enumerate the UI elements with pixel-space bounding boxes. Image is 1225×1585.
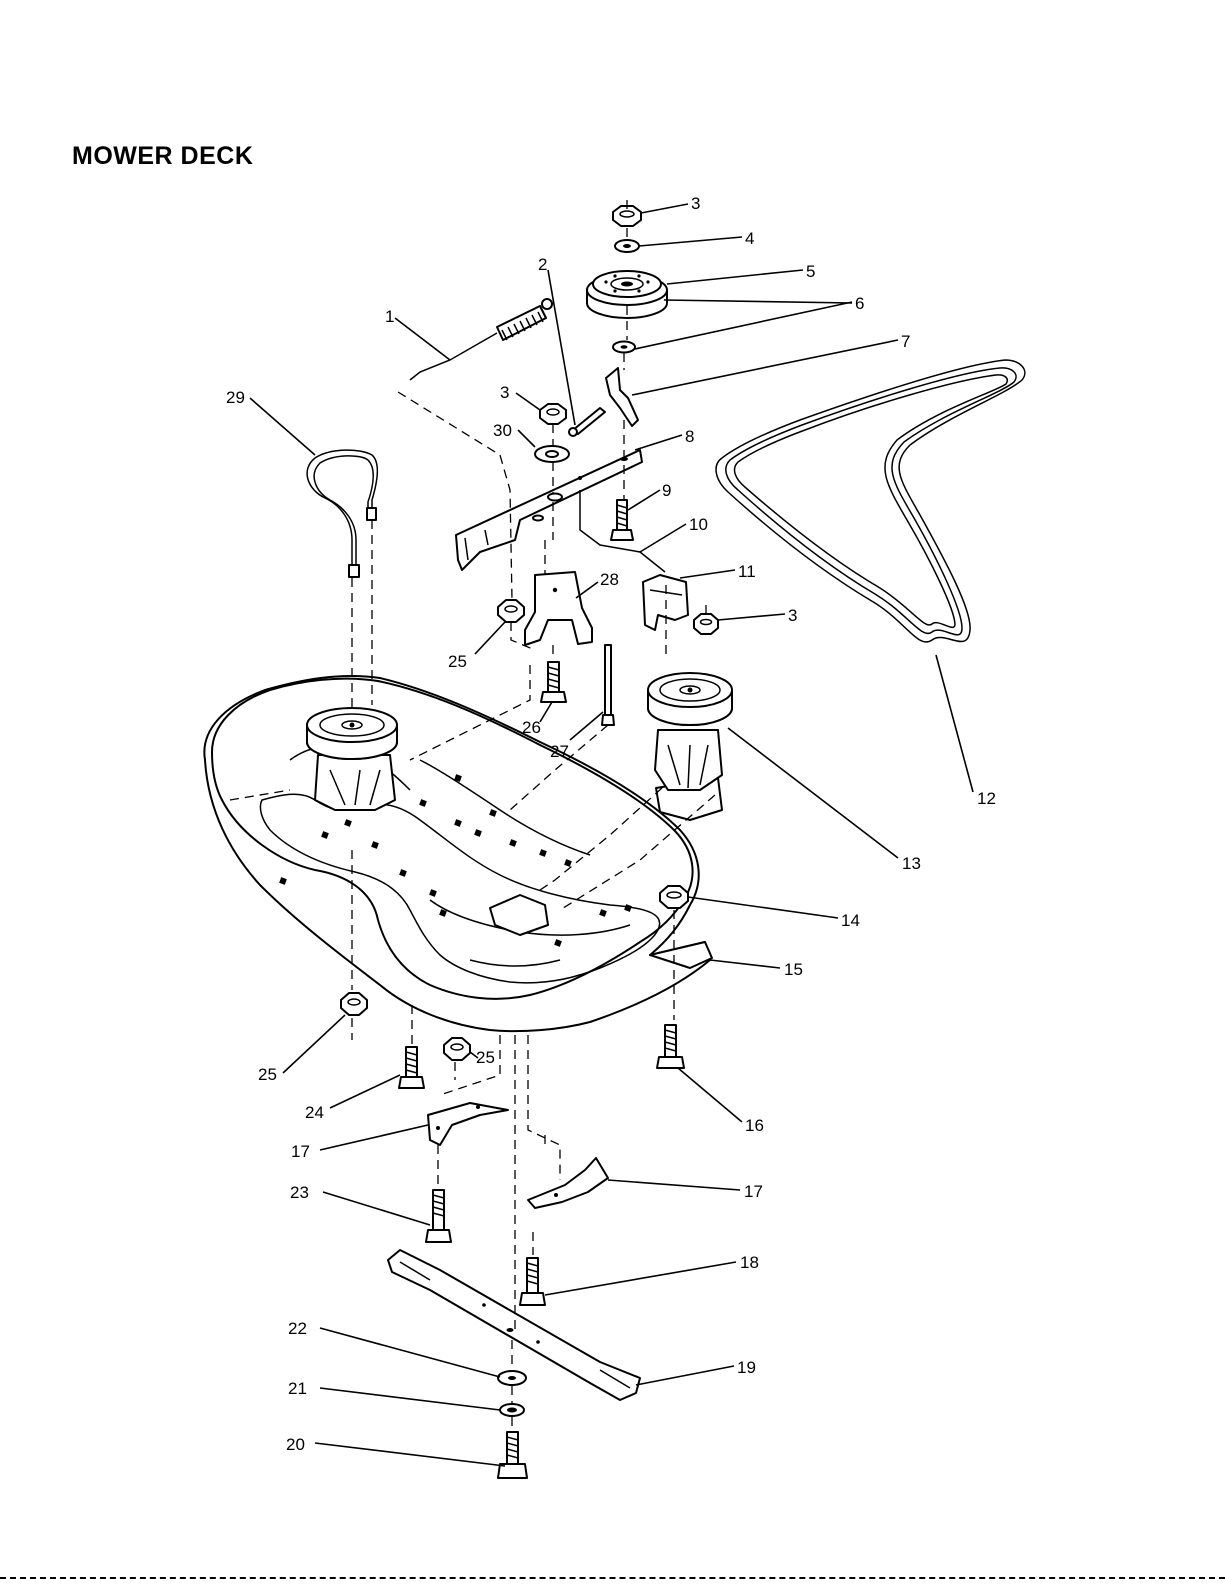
callout-11: 11 — [738, 562, 756, 581]
locknut-deck-left — [341, 993, 367, 1015]
baffle-bolt-left — [426, 1190, 451, 1242]
shoulder-bolt — [611, 500, 633, 540]
callout-21: 21 — [288, 1379, 307, 1398]
deck-lift-rod — [307, 450, 377, 577]
idler-bracket — [606, 368, 638, 426]
deck-idler-spring — [410, 299, 552, 380]
blade-washer — [498, 1371, 526, 1385]
bracket-bolt — [541, 662, 566, 702]
callout-29: 29 — [226, 388, 245, 407]
callout-15: 15 — [784, 960, 803, 979]
blade-bolt — [498, 1432, 527, 1478]
callout-26: 26 — [522, 718, 541, 737]
callout-9: 9 — [662, 481, 671, 500]
mandrel-assembly-left — [307, 708, 397, 810]
hex-bolt-left — [399, 1047, 424, 1088]
callout-5: 5 — [806, 262, 815, 281]
idler-arm — [456, 450, 642, 570]
callout-3-belt-guide: 3 — [788, 606, 797, 625]
washer-lower — [613, 342, 635, 353]
callout-23: 23 — [290, 1183, 309, 1202]
locknut-belt-guide — [694, 614, 718, 634]
callout-4: 4 — [745, 229, 754, 248]
callout-17-right: 17 — [744, 1182, 763, 1201]
washer-upper — [615, 240, 639, 252]
callout-12: 12 — [977, 789, 996, 808]
idler-arm-bracket — [525, 572, 592, 645]
flat-washer — [535, 446, 569, 462]
mower-deck-housing — [204, 676, 712, 1031]
locknut-deck-right — [660, 886, 688, 908]
callout-1: 1 — [385, 307, 394, 326]
hex-bolt-right — [657, 1025, 684, 1068]
mandrel-assembly-right — [648, 673, 732, 820]
callout-8: 8 — [685, 427, 694, 446]
callout-25-bracket: 25 — [448, 652, 467, 671]
baffle-left — [428, 1103, 508, 1145]
callout-18: 18 — [740, 1253, 759, 1272]
callout-14: 14 — [841, 911, 860, 930]
v-belt — [716, 360, 1025, 642]
callout-19: 19 — [737, 1358, 756, 1377]
callout-3-top: 3 — [691, 194, 700, 213]
callout-16: 16 — [745, 1116, 764, 1135]
callout-3-idler-arm: 3 — [500, 383, 509, 402]
baffle-bolt — [520, 1258, 545, 1305]
callout-20: 20 — [286, 1435, 305, 1454]
callout-13: 13 — [902, 854, 921, 873]
lock-washer — [500, 1404, 524, 1416]
callout-22: 22 — [288, 1319, 307, 1338]
callout-6: 6 — [855, 294, 864, 313]
callout-7: 7 — [901, 332, 910, 351]
baffle-right — [528, 1158, 608, 1208]
callout-10: 10 — [689, 515, 708, 534]
callout-25-center: 25 — [476, 1048, 495, 1067]
callout-24: 24 — [305, 1103, 324, 1122]
page-bottom-rule — [0, 1577, 1225, 1579]
callout-25-left: 25 — [258, 1065, 277, 1084]
pivot-pin — [602, 645, 614, 725]
callout-17-left: 17 — [291, 1142, 310, 1161]
locknut-idler-arm — [540, 404, 566, 424]
callout-28: 28 — [600, 570, 619, 589]
callout-30: 30 — [493, 421, 512, 440]
callout-27: 27 — [550, 742, 569, 761]
callout-2: 2 — [538, 255, 547, 274]
locknut-deck-center — [444, 1038, 470, 1060]
locknut-bracket — [498, 600, 524, 622]
